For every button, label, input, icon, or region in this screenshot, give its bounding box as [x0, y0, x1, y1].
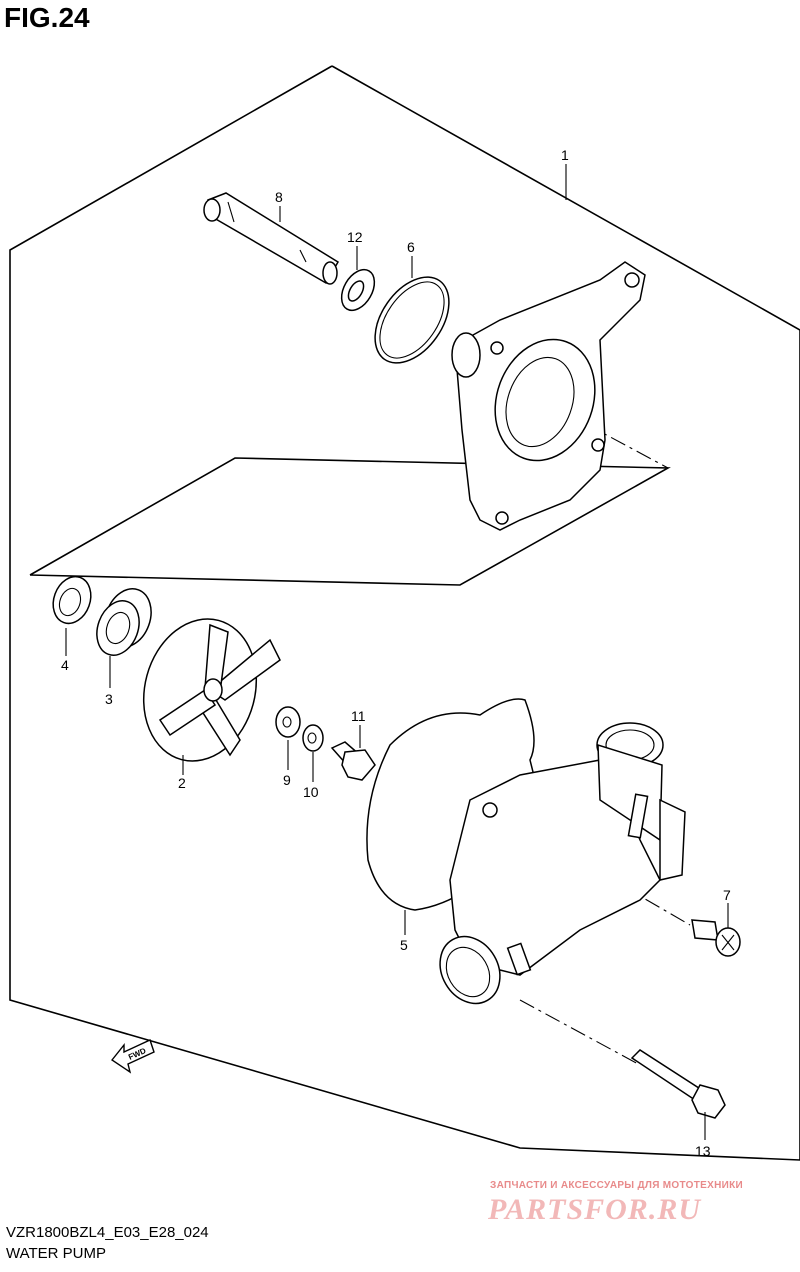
impeller-part-2 — [142, 618, 281, 762]
callout-10: 10 — [303, 784, 319, 800]
callout-9: 9 — [283, 772, 291, 788]
washer-part-9 — [275, 706, 301, 738]
mechanical-seal-part-3 — [96, 588, 152, 656]
bolt-part-7 — [691, 919, 741, 957]
forward-direction-arrow: FWD — [110, 1039, 155, 1074]
o-ring-part-6 — [374, 276, 450, 364]
washer-part-10 — [302, 724, 324, 752]
figure-caption: WATER PUMP — [6, 1245, 106, 1262]
callout-1: 1 — [561, 147, 569, 163]
impeller-cover-part-1 — [451, 261, 646, 531]
shaft-part-8 — [203, 192, 340, 285]
callout-12: 12 — [347, 229, 363, 245]
water-pump-body — [439, 722, 686, 1005]
watermark-tagline: ЗАПЧАСТИ И АКСЕССУАРЫ ДЛЯ МОТОТЕХНИКИ — [490, 1180, 743, 1191]
callout-5: 5 — [400, 937, 408, 953]
callout-7: 7 — [723, 887, 731, 903]
bolt-part-11 — [330, 741, 376, 781]
washer-part-12 — [340, 268, 376, 312]
alignment-line-13 — [519, 999, 641, 1066]
callout-11: 11 — [351, 708, 366, 724]
callout-labels: 1 2 3 4 5 6 7 8 9 10 11 12 13 — [61, 147, 731, 1159]
bolt-part-13 — [630, 1049, 726, 1119]
oil-seal-part-4 — [52, 575, 92, 625]
watermark-logo: PARTSFOR.RU — [488, 1193, 701, 1226]
callout-6: 6 — [407, 239, 415, 255]
callout-13: 13 — [695, 1143, 711, 1159]
callout-8: 8 — [275, 189, 283, 205]
assembly-outline — [9, 65, 800, 1161]
figure-title: FIG.24 — [4, 2, 90, 33]
callout-3: 3 — [105, 691, 113, 707]
model-code: VZR1800BZL4_E03_E28_024 — [6, 1224, 209, 1241]
callout-2: 2 — [178, 775, 186, 791]
alignment-line-cover — [559, 409, 669, 469]
leader-lines — [65, 164, 729, 1140]
callout-4: 4 — [61, 657, 69, 673]
